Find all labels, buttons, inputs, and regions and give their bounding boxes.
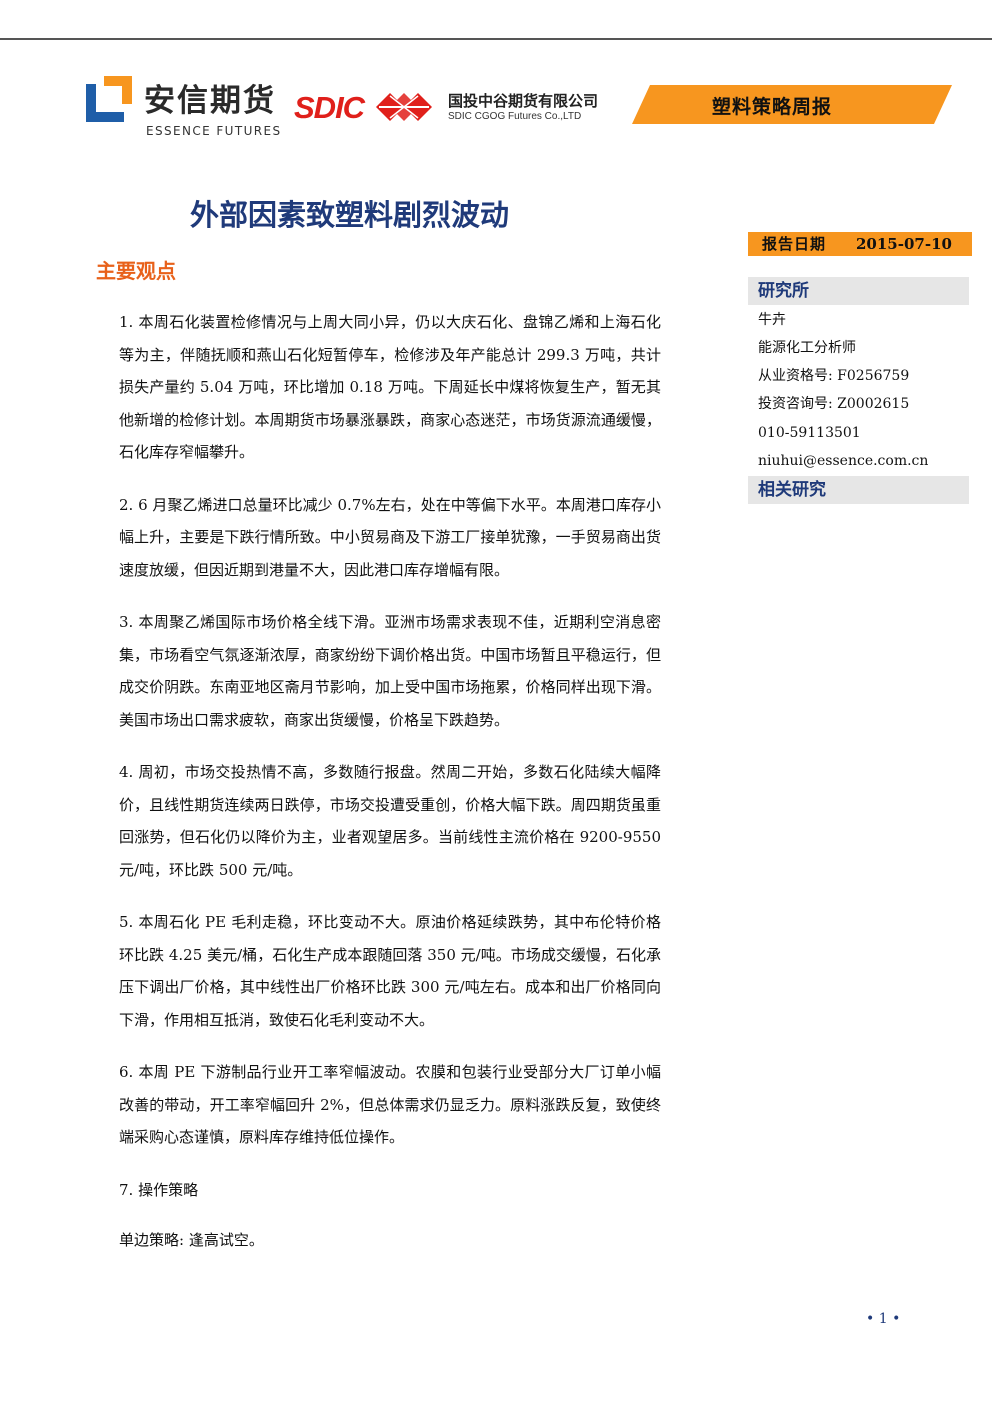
report-type-label: 塑料策略周报	[712, 96, 833, 118]
qualification-number: 从业资格号: F0256759	[758, 368, 910, 384]
report-type-banner	[632, 85, 952, 124]
paragraph-5: 5. 本周石化 PE 毛利走稳，环比变动不大。原油价格延续跌势，其中布伦特价格环…	[119, 913, 661, 1029]
analyst-email[interactable]: niuhui@essence.com.cn	[758, 453, 929, 469]
institute-heading: 研究所	[748, 277, 969, 305]
sdic-diamond-icon	[376, 93, 432, 121]
paragraph-4: 4. 周初，市场交投热情不高，多数随行报盘。然周二开始，多数石化陆续大幅降价，且…	[119, 763, 661, 879]
essence-logo-cn: 安信期货	[144, 83, 276, 119]
paragraph-3: 3. 本周聚乙烯国际市场价格全线下滑。亚洲市场需求表现不佳，近期利空消息密集，市…	[119, 613, 661, 729]
analyst-phone: 010-59113501	[758, 425, 861, 441]
paragraph-6: 6. 本周 PE 下游制品行业开工率窄幅波动。农膜和包装行业受部分大厂订单小幅改…	[119, 1063, 661, 1146]
paragraph-2: 2. 6 月聚乙烯进口总量环比减少 0.7%左右，处在中等偏下水平。本周港口库存…	[119, 495, 661, 579]
section-heading-main-views: 主要观点	[96, 259, 176, 283]
page-number: • 1 •	[866, 1311, 901, 1327]
paragraph-7-heading: 7. 操作策略	[119, 1180, 199, 1199]
top-rule	[0, 38, 992, 40]
page-title: 外部因素致塑料剧烈波动	[190, 198, 510, 232]
main-content: 1. 本周石化装置检修情况与上周大同小异，仍以大庆石化、盘锦乙烯和上海石化等为主…	[119, 306, 661, 1275]
report-date-value: 2015-07-10	[856, 235, 952, 253]
report-date-bar: 报告日期 2015-07-10	[748, 232, 972, 256]
consulting-number: 投资咨询号: Z0002615	[758, 396, 910, 412]
sdic-logo: SDIC	[294, 90, 365, 125]
paragraph-strategy: 单边策略: 逢高试空。	[119, 1231, 264, 1249]
report-date-label: 报告日期	[762, 235, 827, 253]
essence-logo-icon	[86, 76, 132, 122]
analyst-name: 牛卉	[758, 312, 786, 328]
essence-logo-en: ESSENCE FUTURES	[146, 124, 282, 138]
sdic-name-en: SDIC CGOG Futures Co.,LTD	[448, 111, 582, 122]
paragraph-1: 1. 本周石化装置检修情况与上周大同小异，仍以大庆石化、盘锦乙烯和上海石化等为主…	[119, 313, 661, 461]
sdic-name-cn: 国投中谷期货有限公司	[448, 92, 599, 110]
related-research-heading: 相关研究	[748, 476, 969, 504]
analyst-title: 能源化工分析师	[758, 340, 856, 356]
